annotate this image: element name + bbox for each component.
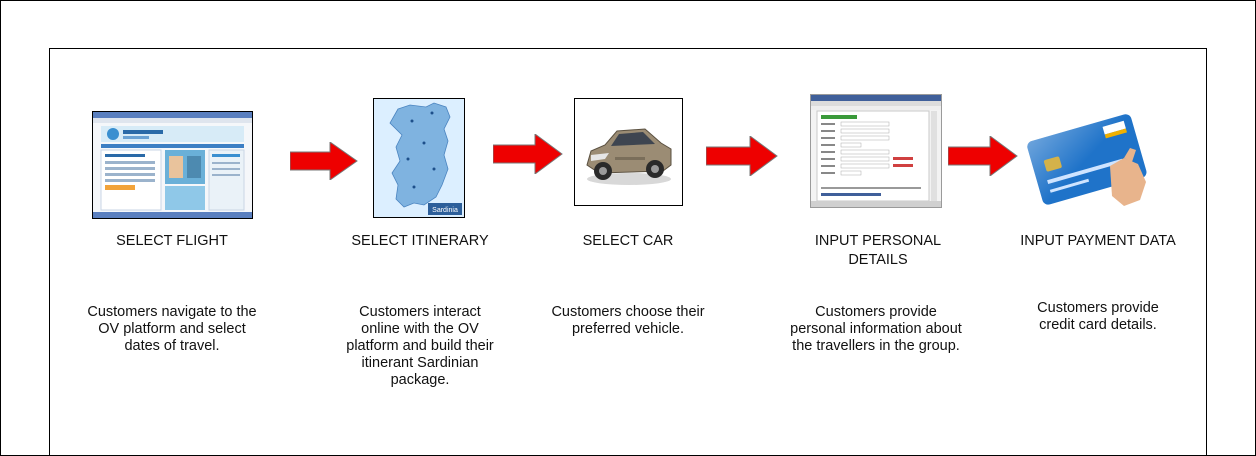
right-arrow-icon	[290, 142, 358, 180]
step-description-select-itinerary: Customers interact online with the OV pl…	[346, 304, 494, 388]
step-title-select-car: SELECT CAR	[582, 233, 674, 249]
process-frame	[49, 48, 1207, 456]
step-description-input-payment-data: Customers provide credit card details.	[1037, 300, 1159, 333]
step-description-select-flight: Customers navigate to the OV platform an…	[87, 304, 257, 354]
step-title-select-itinerary: SELECT ITINERARY	[351, 233, 489, 249]
personal-details-form-thumbnail	[810, 94, 942, 208]
credit-card-photo-thumbnail	[1026, 98, 1150, 214]
right-arrow-icon	[706, 136, 778, 176]
car-photo-thumbnail	[574, 98, 683, 206]
step-title-select-flight: SELECT FLIGHT	[116, 233, 228, 249]
map-caption: Sardinia	[432, 207, 458, 214]
step-description-select-car: Customers choose their preferred vehicle…	[551, 304, 705, 337]
sardinia-map-thumbnail: Sardinia	[373, 98, 465, 218]
right-arrow-icon	[493, 134, 563, 174]
flight-website-thumbnail	[92, 111, 253, 219]
step-description-input-personal-details: Customers provide personal information a…	[790, 304, 962, 354]
step-title-input-personal-details: INPUT PERSONAL DETAILS	[814, 233, 942, 268]
step-title-input-payment-data: INPUT PAYMENT DATA	[1020, 233, 1176, 249]
right-arrow-icon	[948, 136, 1018, 176]
